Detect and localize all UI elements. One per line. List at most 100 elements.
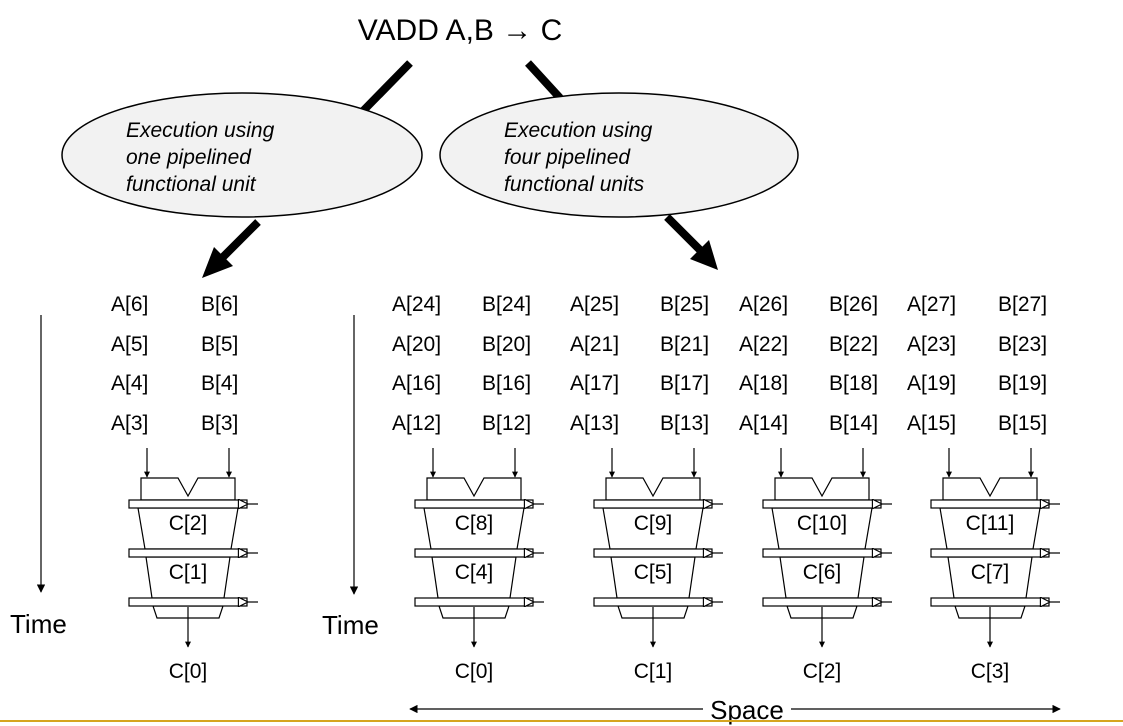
stage-label: C[6]	[803, 561, 842, 584]
pipeline-unit-1: C[8] C[4] C[0]	[414, 448, 544, 683]
input-label: A[25]	[570, 293, 619, 316]
adder-input-stage	[426, 477, 522, 501]
stage-label: C[5]	[634, 561, 673, 584]
input-label: B[4]	[201, 372, 238, 395]
adder-input-stage	[774, 477, 870, 501]
input-label: A[5]	[111, 333, 148, 356]
arrow-head-one-unit	[202, 247, 233, 278]
input-label: B[18]	[829, 372, 878, 395]
arrow-to-four-units	[664, 214, 703, 253]
pipeline-unit-2: C[9] C[5] C[1]	[593, 448, 723, 683]
input-label: B[22]	[829, 333, 878, 356]
pipeline-single-unit: C[2] C[1] C[0]	[128, 448, 258, 683]
input-label: B[17]	[660, 372, 709, 395]
bubble-one-unit	[61, 92, 423, 218]
input-label: A[27]	[907, 293, 956, 316]
bubble-four-units	[439, 92, 799, 218]
bubble-left-line-1: Execution using	[126, 119, 275, 142]
time-label-right: Time	[322, 610, 379, 640]
bubble-left-line-3: functional unit	[126, 173, 257, 196]
input-label: B[14]	[829, 412, 878, 435]
input-label: A[26]	[739, 293, 788, 316]
pipeline-register	[593, 548, 713, 558]
stage-label: C[9]	[634, 512, 673, 535]
input-label: A[21]	[570, 333, 619, 356]
branch-line-left	[359, 60, 413, 115]
bubble-right-line-1: Execution using	[504, 119, 653, 142]
pipeline-register	[930, 597, 1050, 607]
input-label: B[23]	[998, 333, 1047, 356]
pipeline-register	[414, 548, 534, 558]
time-label-left: Time	[10, 609, 67, 639]
input-label: A[20]	[392, 333, 441, 356]
pipeline-unit-3: C[10] C[6] C[2]	[762, 448, 892, 683]
input-label: A[17]	[570, 372, 619, 395]
output-label: C[1]	[634, 660, 673, 683]
adder-input-stage	[942, 477, 1038, 501]
input-label: A[15]	[907, 412, 956, 435]
stage-label: C[1]	[169, 561, 208, 584]
pipeline-register	[930, 499, 1050, 509]
single-unit-inputs: A[6] B[6] A[5] B[5] A[4] B[4] A[3] B[3]	[111, 293, 238, 435]
input-label: B[21]	[660, 333, 709, 356]
input-label: B[3]	[201, 412, 238, 435]
input-label: A[4]	[111, 372, 148, 395]
output-label: C[2]	[803, 660, 842, 683]
pipeline-unit-4: C[11] C[7] C[3]	[930, 448, 1060, 683]
pipeline-register	[593, 499, 713, 509]
four-units-inputs: A[24] B[24] A[25] B[25] A[26] B[26] A[27…	[392, 293, 1047, 435]
input-label: B[24]	[482, 293, 531, 316]
input-label: B[25]	[660, 293, 709, 316]
input-label: A[13]	[570, 412, 619, 435]
input-label: B[19]	[998, 372, 1047, 395]
bubble-right-line-2: four pipelined	[504, 146, 631, 169]
input-label: B[26]	[829, 293, 878, 316]
stage-label: C[7]	[971, 561, 1010, 584]
output-label: C[0]	[169, 660, 208, 683]
input-label: A[22]	[739, 333, 788, 356]
input-label: A[14]	[739, 412, 788, 435]
pipeline-register	[762, 597, 882, 607]
arrow-head-four-units	[690, 240, 718, 270]
bubble-left-line-2: one pipelined	[126, 146, 252, 169]
stage-label: C[8]	[455, 512, 494, 535]
pipeline-register	[128, 597, 248, 607]
output-label: C[3]	[971, 660, 1010, 683]
pipeline-register	[593, 597, 713, 607]
adder-input-stage	[140, 477, 236, 501]
input-label: B[5]	[201, 333, 238, 356]
stage-label: C[10]	[797, 512, 847, 535]
input-label: A[24]	[392, 293, 441, 316]
pipeline-register	[128, 548, 248, 558]
input-label: B[27]	[998, 293, 1047, 316]
space-label-bg	[703, 697, 791, 721]
stage-label: C[4]	[455, 561, 494, 584]
input-label: B[12]	[482, 412, 531, 435]
input-label: A[6]	[111, 293, 148, 316]
input-label: A[18]	[739, 372, 788, 395]
pipeline-register	[762, 499, 882, 509]
branch-line-right	[525, 60, 563, 101]
pipeline-register	[762, 548, 882, 558]
input-label: B[15]	[998, 412, 1047, 435]
input-label: B[20]	[482, 333, 531, 356]
instruction-title: VADD A,B → C	[358, 14, 563, 47]
input-label: B[6]	[201, 293, 238, 316]
stage-label: C[2]	[169, 512, 208, 535]
pipeline-register	[930, 548, 1050, 558]
input-label: A[12]	[392, 412, 441, 435]
adder-input-stage	[605, 477, 701, 501]
arrow-to-one-unit	[219, 219, 261, 261]
pipeline-register	[128, 499, 248, 509]
output-label: C[0]	[455, 660, 494, 683]
input-label: B[16]	[482, 372, 531, 395]
pipeline-register	[414, 499, 534, 509]
input-label: A[19]	[907, 372, 956, 395]
input-label: B[13]	[660, 412, 709, 435]
input-label: A[23]	[907, 333, 956, 356]
input-label: A[16]	[392, 372, 441, 395]
pipeline-register	[414, 597, 534, 607]
bubble-right-line-3: functional units	[504, 173, 645, 196]
